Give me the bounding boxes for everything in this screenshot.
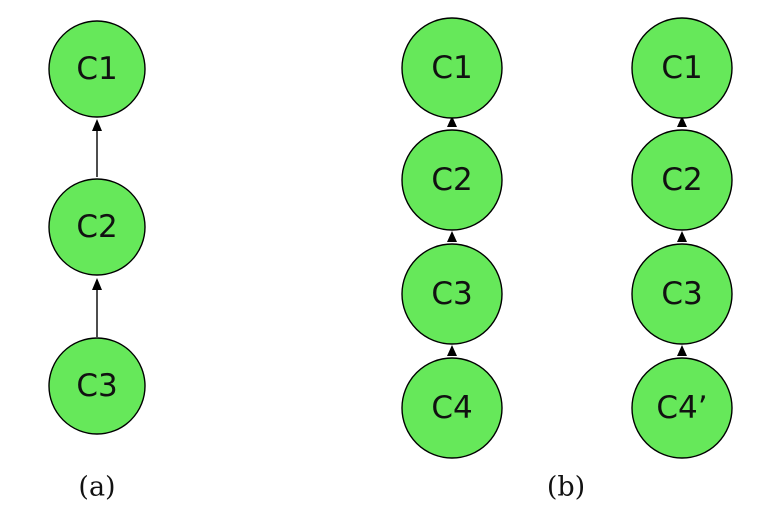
node-label: C2 bbox=[661, 162, 702, 198]
arrow-head-b-right-c1 bbox=[677, 116, 687, 127]
node-a-c1: C1 bbox=[48, 20, 146, 118]
node-b-left-c3: C3 bbox=[401, 243, 503, 345]
figure-b-right-chain: C1 C2 C3 C4’ bbox=[631, 17, 733, 459]
node-b-left-c1: C1 bbox=[401, 17, 503, 119]
caption-b: (b) bbox=[547, 472, 585, 503]
node-label: C3 bbox=[76, 368, 117, 404]
caption-a: (a) bbox=[78, 472, 115, 503]
node-b-right-c4-prime: C4’ bbox=[631, 357, 733, 459]
arrow-head-b-right-c2 bbox=[677, 231, 687, 242]
node-a-c3: C3 bbox=[48, 337, 146, 435]
arrow-head-b-left-c1 bbox=[447, 116, 457, 127]
node-label: C3 bbox=[661, 276, 702, 312]
node-label: C4 bbox=[431, 390, 472, 426]
node-label: C2 bbox=[431, 162, 472, 198]
node-b-right-c3: C3 bbox=[631, 243, 733, 345]
node-b-right-c2: C2 bbox=[631, 129, 733, 231]
arrow-head-a-c2 bbox=[92, 278, 102, 290]
node-label: C1 bbox=[76, 51, 117, 87]
arrow-head-b-left-c3 bbox=[447, 345, 457, 356]
node-label: C1 bbox=[661, 50, 702, 86]
arrow-head-a-c1 bbox=[92, 119, 102, 131]
node-label: C1 bbox=[431, 50, 472, 86]
node-a-c2: C2 bbox=[48, 178, 146, 276]
node-b-right-c1: C1 bbox=[631, 17, 733, 119]
node-b-left-c2: C2 bbox=[401, 129, 503, 231]
figure-b-left-chain: C1 C2 C3 C4 bbox=[401, 17, 503, 459]
node-label: C3 bbox=[431, 276, 472, 312]
node-b-left-c4: C4 bbox=[401, 357, 503, 459]
node-label: C2 bbox=[76, 209, 117, 245]
figure-a: C1 C2 C3 (a) bbox=[48, 20, 146, 503]
arrow-head-b-left-c2 bbox=[447, 231, 457, 242]
arrow-head-b-right-c3 bbox=[677, 345, 687, 356]
node-label: C4’ bbox=[656, 390, 707, 426]
